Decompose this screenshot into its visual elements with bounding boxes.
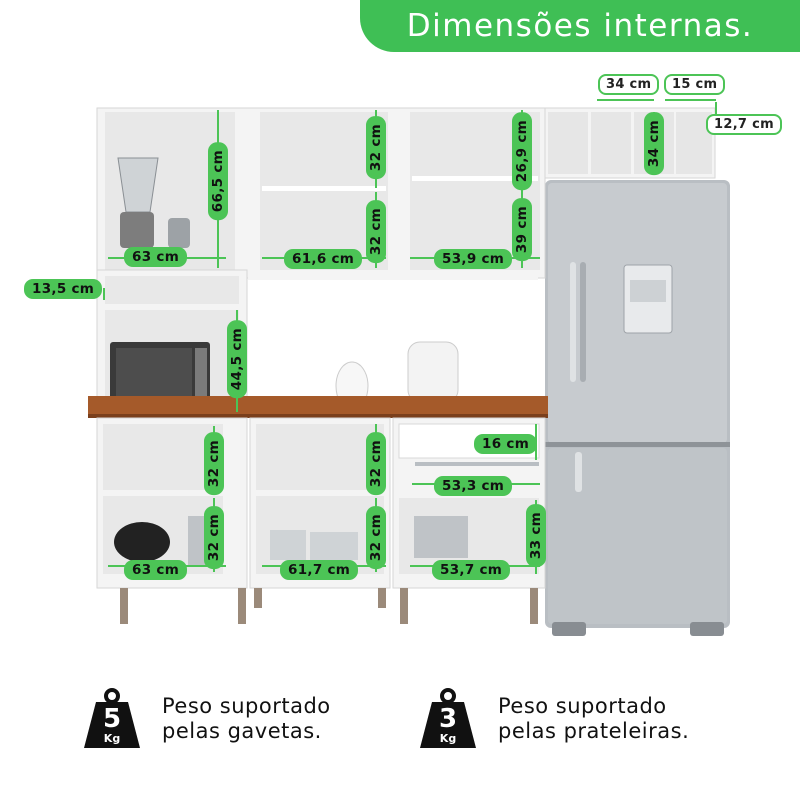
dim-right-lower-height: 33 cm — [526, 504, 546, 568]
refrigerator — [545, 180, 730, 636]
drawer-weight-unit: Kg — [103, 732, 121, 745]
cabinet-legs — [120, 588, 538, 624]
page-title: Dimensões internas. — [406, 8, 754, 44]
dim-drawer-height: 16 cm — [474, 434, 538, 454]
dim-microwave-height: 44,5 cm — [227, 320, 247, 399]
dim-right-lower-width: 53,7 cm — [432, 560, 511, 580]
dim-niche-height: 34 cm — [644, 112, 664, 176]
dim-left-lower-width: 63 cm — [124, 560, 188, 580]
countertop — [88, 396, 548, 418]
dim-mid-upper-shelf: 32 cm — [366, 116, 386, 180]
shelf-weight-line1: Peso suportado — [498, 694, 667, 718]
dim-top-width: 15 cm — [664, 74, 726, 95]
weight-icon: 3 Kg — [418, 688, 478, 750]
dim-top-height: 12,7 cm — [706, 114, 782, 135]
weight-icon: 5 Kg — [82, 688, 142, 750]
dim-left-upper-width: 63 cm — [124, 247, 188, 267]
title-banner: Dimensões internas. — [360, 0, 800, 52]
dim-left-lower-bottom: 32 cm — [204, 506, 224, 570]
footer-drawer-weight: 5 Kg Peso suportado pelas gavetas. — [82, 688, 331, 750]
drawer-weight-line1: Peso suportado — [162, 694, 331, 718]
dim-right-upper-lower: 39 cm — [512, 198, 532, 262]
dim-top-depth: 34 cm — [598, 74, 660, 95]
dim-mid-upper-lower: 32 cm — [366, 200, 386, 264]
dim-mid-lower-bottom: 32 cm — [366, 506, 386, 570]
shelf-weight-line2: pelas prateleiras. — [498, 719, 690, 743]
shelf-weight-unit: Kg — [439, 732, 457, 745]
dim-left-upper-height: 66,5 cm — [208, 142, 228, 221]
drawer-weight-value: 5 — [102, 704, 122, 734]
footer-shelf-weight: 3 Kg Peso suportado pelas prateleiras. — [418, 688, 689, 750]
dim-drawer-width: 53,3 cm — [434, 476, 513, 496]
drawer-weight-line2: pelas gavetas. — [162, 719, 322, 743]
dim-right-upper-top: 26,9 cm — [512, 112, 532, 191]
dim-right-upper-width: 53,9 cm — [434, 249, 513, 269]
dim-left-lower-top: 32 cm — [204, 432, 224, 496]
dim-left-drawer-niche: 13,5 cm — [24, 279, 103, 299]
dim-mid-upper-width: 61,6 cm — [284, 249, 363, 269]
dim-mid-lower-width: 61,7 cm — [280, 560, 359, 580]
dim-mid-lower-top: 32 cm — [366, 432, 386, 496]
shelf-weight-value: 3 — [438, 704, 458, 734]
